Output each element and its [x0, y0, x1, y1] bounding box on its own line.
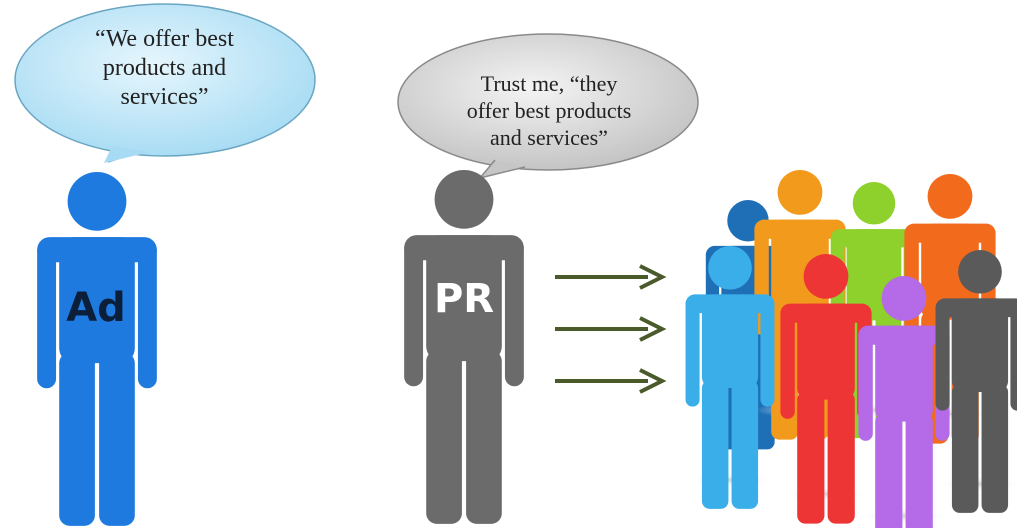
crowd-person-front-3-torso [875, 325, 933, 422]
crowd-person-front-3-shoulders [858, 325, 950, 345]
pr-speech-bubble [397, 33, 699, 180]
ad-person-body-right-leg [99, 352, 135, 526]
crowd-person-back-4-head [927, 174, 973, 219]
arrow-head [639, 316, 667, 342]
crowd-person-front-3-left-leg [875, 413, 903, 528]
crowd-person-front-1-right-leg [731, 380, 759, 509]
crowd-person-front-4 [935, 250, 1017, 513]
pr-person-body-left-arm [404, 239, 424, 387]
pr-person-body-left-leg [426, 350, 462, 524]
crowd-person-front-1 [685, 246, 775, 509]
crowd-person-front-1-shoulders [685, 294, 775, 314]
crowd-person-front-2-right-leg [827, 391, 855, 524]
pr-person-body-shoulders [404, 235, 524, 261]
crowd-person-back-3-shoulders [830, 229, 918, 248]
crowd-person-front-3-head [881, 276, 927, 321]
crowd-person-front-4-left-arm [935, 301, 950, 411]
pr-person-body-head [434, 170, 494, 229]
ad-person-figure [37, 172, 157, 526]
crowd-person-front-4-head [958, 250, 1002, 294]
pr-person-body [404, 170, 524, 524]
crowd-person-front-1-left-arm [685, 297, 700, 407]
pr-quote-text: Trust me, “they offer best products and … [466, 71, 632, 150]
crowd-person-front-4-right-leg [981, 384, 1009, 513]
crowd-person-back-4-shoulders [904, 223, 996, 243]
crowd-person-front-4-right-arm [1010, 301, 1017, 411]
pr-person-body-right-arm [504, 239, 524, 387]
pr-chest-label: PR [433, 276, 495, 322]
arrow-head [639, 368, 667, 394]
crowd-person-front-2-head [803, 254, 849, 299]
crowd-person-front-3-left-arm [858, 328, 873, 441]
crowd-person-front-1-right-arm [760, 297, 775, 407]
ad-quote-text: “We offer best products and services” [95, 26, 234, 110]
crowd-person-back-3-head [852, 182, 896, 225]
crowd-person-front-4-left-leg [951, 384, 979, 513]
crowd-person-front-2-left-leg [797, 391, 825, 524]
crowd-person-front-2-torso [797, 303, 855, 400]
crowd-person-front-3-right-leg [905, 413, 933, 528]
crowd-person-front-1-torso [701, 294, 759, 388]
arrow-2 [555, 316, 667, 342]
crowd-person-back-2-head [777, 170, 823, 215]
ad-speech-bubble [14, 3, 316, 163]
crowd-person-back-2-shoulders [754, 219, 846, 239]
crowd-person-front-3-shadow [860, 508, 948, 524]
crowd-person-front-2 [780, 254, 872, 524]
pr-person-body-torso [426, 235, 502, 362]
arrows-group [555, 264, 667, 394]
ad-person-body-right-arm [137, 241, 157, 389]
crowd-person-front-2-shoulders [780, 303, 872, 323]
crowd-person-front-1-left-leg [701, 380, 729, 509]
arrow-head [639, 264, 667, 290]
ad-person-body-left-arm [37, 241, 57, 389]
crowd-person-front-2-left-arm [780, 306, 795, 419]
ad-person-body-torso [59, 237, 135, 364]
ad-person-body-left-leg [59, 352, 95, 526]
ad-person-body [37, 172, 157, 526]
crowd-person-front-4-torso [951, 298, 1009, 392]
crowd-person-front-4-shoulders [935, 298, 1017, 318]
pr-person-figure [404, 170, 524, 524]
crowd-person-front-1-head [708, 246, 752, 290]
arrow-1 [555, 264, 667, 290]
crowd-person-front-3 [858, 276, 950, 528]
ad-chest-label: Ad [66, 285, 126, 331]
ad-person-body-head [67, 172, 127, 231]
arrow-3 [555, 368, 667, 394]
pr-person-body-right-leg [466, 350, 502, 524]
ad-person-body-shoulders [37, 237, 157, 263]
crowd-person-front-1-shadow [687, 472, 773, 488]
crowd-person-front-2-shadow [782, 486, 870, 502]
crowd-person-back-4-torso [921, 223, 979, 320]
crowd-group [685, 170, 1017, 528]
